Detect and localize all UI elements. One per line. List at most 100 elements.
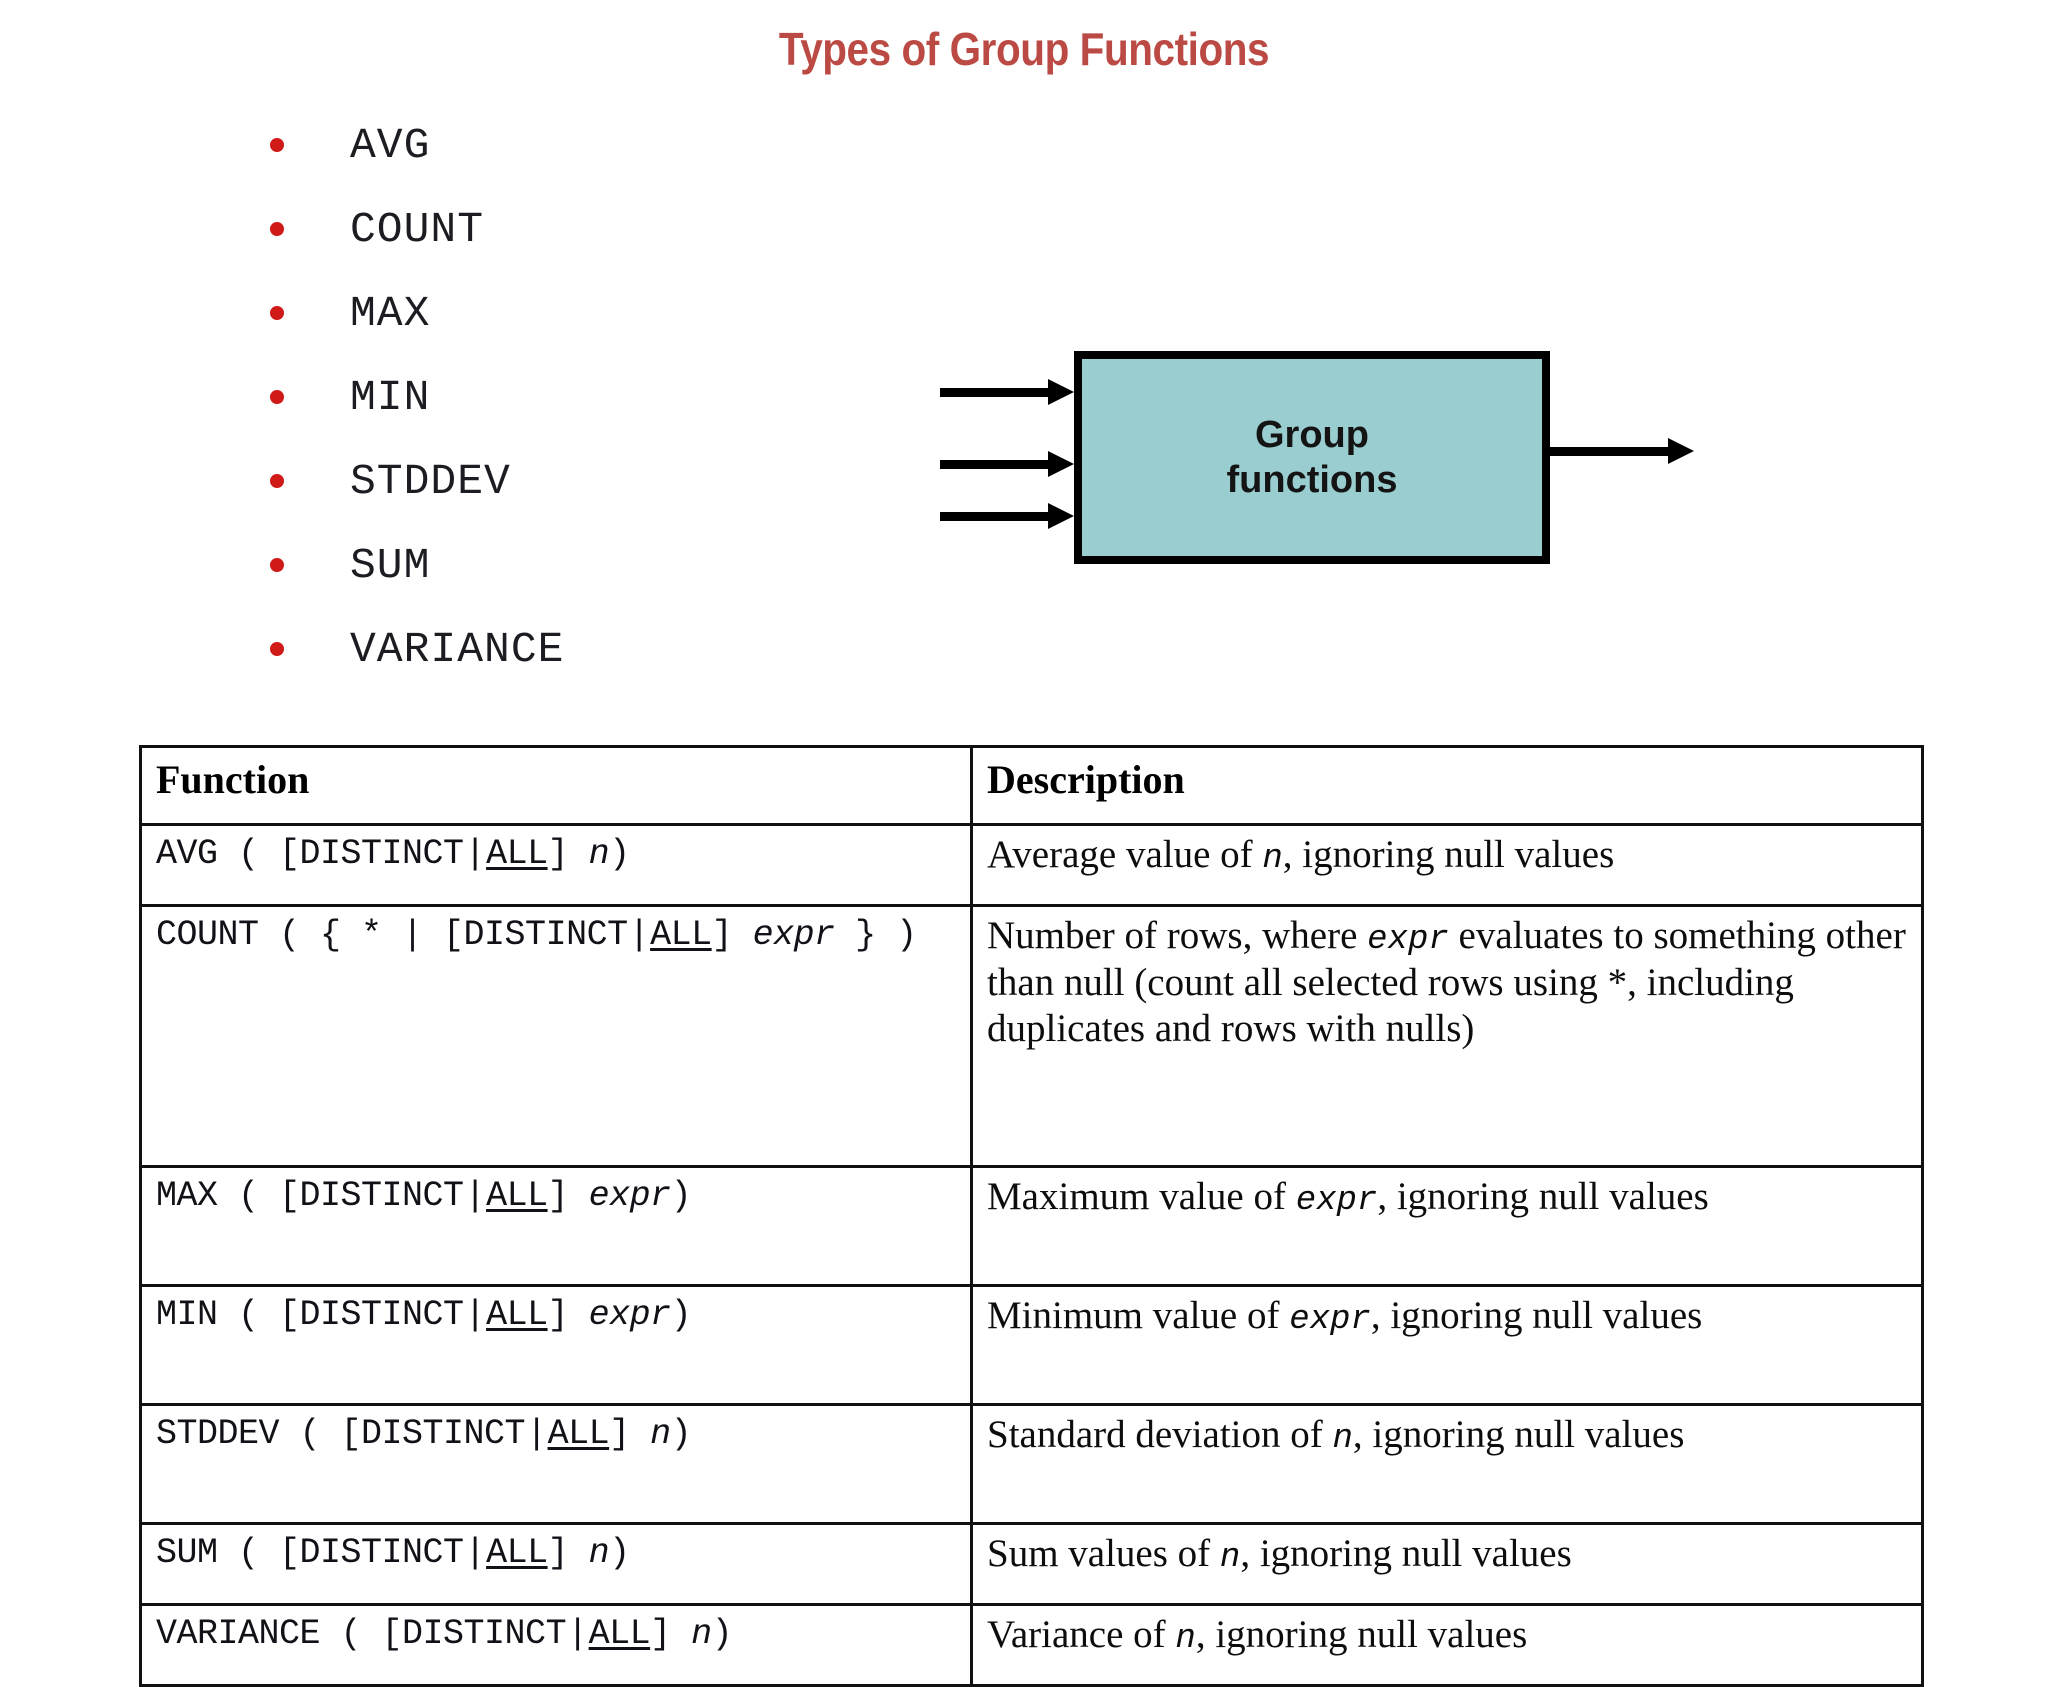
table-row: VARIANCE ( [DISTINCT|ALL] n) Variance of… <box>139 1603 1924 1687</box>
fn-arg: expr <box>752 915 836 956</box>
fn-suffix: ] <box>547 834 589 875</box>
fn-all: ALL <box>486 1533 548 1574</box>
arrow-head <box>1048 379 1074 405</box>
cell-description: Average value of n, ignoring null values <box>970 823 1924 908</box>
fn-prefix: SUM ( [DISTINCT <box>156 1533 464 1574</box>
fn-end: ) <box>711 1614 733 1655</box>
fn-end: } ) <box>834 915 917 956</box>
desc-post: , ignoring null values <box>1370 1294 1703 1338</box>
table-row: AVG ( [DISTINCT|ALL] n) Average value of… <box>139 823 1924 908</box>
fn-bar: | <box>464 834 486 875</box>
desc-post: , ignoring null values <box>1195 1613 1528 1657</box>
table-row: COUNT ( { * | [DISTINCT|ALL] expr } ) Nu… <box>139 904 1924 1169</box>
desc-arg: n <box>1262 840 1283 879</box>
arrow-line <box>940 460 1052 469</box>
fn-arg: n <box>588 1533 610 1574</box>
cell-description: Variance of n, ignoring null values <box>970 1603 1924 1687</box>
fn-suffix: ] <box>609 1414 651 1455</box>
fn-bar: | <box>464 1533 486 1574</box>
bullet-icon <box>270 642 284 656</box>
group-functions-diagram: Group functions <box>940 351 1710 570</box>
fn-end: ) <box>670 1176 692 1217</box>
arrow-line <box>940 512 1052 521</box>
desc-post: evaluates to something other than null (… <box>987 914 1906 1051</box>
list-item-label: MIN <box>350 372 431 422</box>
fn-suffix: ] <box>547 1176 589 1217</box>
fn-arg: n <box>691 1614 712 1655</box>
fn-all: ALL <box>588 1614 651 1655</box>
fn-all: ALL <box>650 915 712 956</box>
fn-suffix: ] <box>711 915 753 956</box>
group-box-label-line1: Group <box>1255 413 1369 456</box>
bullet-icon <box>270 558 284 572</box>
desc-arg: expr <box>1289 1301 1371 1340</box>
list-item-label: SUM <box>350 540 431 590</box>
list-item-label: STDDEV <box>350 456 511 506</box>
fn-bar: | <box>526 1414 547 1455</box>
table-header-row: Function Description <box>139 744 1924 827</box>
fn-suffix: ] <box>547 1533 589 1574</box>
desc-arg: expr <box>1295 1182 1378 1221</box>
desc-pre: Variance of <box>987 1613 1176 1657</box>
group-box-label-line2: functions <box>1226 458 1398 501</box>
fn-arg: expr <box>588 1295 672 1336</box>
arrow-head <box>1048 451 1074 477</box>
table-row: STDDEV ( [DISTINCT|ALL] n) Standard devi… <box>139 1403 1924 1526</box>
bullet-icon <box>270 306 284 320</box>
fn-bar: | <box>628 915 650 956</box>
desc-pre: Standard deviation of <box>987 1413 1333 1457</box>
list-item: MAX <box>270 271 830 355</box>
cell-function: AVG ( [DISTINCT|ALL] n) <box>139 823 973 908</box>
fn-all: ALL <box>486 1295 548 1336</box>
column-header-description: Description <box>970 744 1924 827</box>
desc-arg: n <box>1332 1420 1353 1459</box>
cell-function: STDDEV ( [DISTINCT|ALL] n) <box>139 1403 973 1526</box>
fn-bar: | <box>464 1176 486 1217</box>
desc-arg: n <box>1219 1539 1241 1578</box>
arrow-head <box>1668 438 1694 464</box>
group-function-list: AVG COUNT MAX MIN STDDEV SUM VARIANCE <box>270 103 830 691</box>
list-item: STDDEV <box>270 439 830 523</box>
arrow-line <box>1550 447 1672 456</box>
cell-description: Maximum value of expr, ignoring null val… <box>970 1165 1924 1288</box>
fn-all: ALL <box>486 1176 548 1217</box>
cell-function: COUNT ( { * | [DISTINCT|ALL] expr } ) <box>139 904 973 1169</box>
list-item-label: COUNT <box>350 204 485 254</box>
desc-post: , ignoring null values <box>1377 1175 1709 1219</box>
fn-prefix: MIN ( [DISTINCT <box>156 1295 464 1336</box>
bullet-icon <box>270 474 284 488</box>
fn-prefix: VARIANCE ( [DISTINCT <box>156 1614 567 1655</box>
list-item-label: AVG <box>350 120 431 170</box>
table-row: MAX ( [DISTINCT|ALL] expr) Maximum value… <box>139 1165 1924 1288</box>
desc-arg: expr <box>1367 921 1449 960</box>
fn-end: ) <box>670 1295 692 1336</box>
fn-arg: expr <box>588 1176 672 1217</box>
fn-end: ) <box>670 1414 692 1455</box>
desc-post: , ignoring null values <box>1352 1413 1685 1457</box>
list-item-label: MAX <box>350 288 431 338</box>
fn-bar: | <box>567 1614 588 1655</box>
fn-end: ) <box>609 1533 630 1574</box>
list-item: SUM <box>270 523 830 607</box>
fn-prefix: STDDEV ( [DISTINCT <box>156 1414 526 1455</box>
fn-all: ALL <box>547 1414 610 1455</box>
fn-suffix: ] <box>650 1614 692 1655</box>
cell-function: MIN ( [DISTINCT|ALL] expr) <box>139 1284 973 1407</box>
arrow-line <box>940 388 1052 397</box>
fn-prefix: AVG ( [DISTINCT <box>156 834 464 875</box>
bullet-icon <box>270 390 284 404</box>
desc-pre: Average value of <box>987 833 1263 877</box>
fn-prefix: MAX ( [DISTINCT <box>156 1176 464 1217</box>
fn-bar: | <box>464 1295 486 1336</box>
page-title: Types of Group Functions <box>778 23 1270 75</box>
arrow-head <box>1048 503 1074 529</box>
desc-pre: Maximum value of <box>987 1175 1296 1219</box>
fn-prefix: COUNT ( { * | [DISTINCT <box>156 915 628 956</box>
desc-pre: Minimum value of <box>987 1294 1290 1338</box>
cell-description: Minimum value of expr, ignoring null val… <box>970 1284 1924 1407</box>
desc-post: , ignoring null values <box>1240 1532 1572 1576</box>
fn-all: ALL <box>486 834 548 875</box>
cell-description: Standard deviation of n, ignoring null v… <box>970 1403 1924 1526</box>
desc-pre: Number of rows, where <box>987 914 1368 958</box>
list-item: VARIANCE <box>270 607 830 691</box>
